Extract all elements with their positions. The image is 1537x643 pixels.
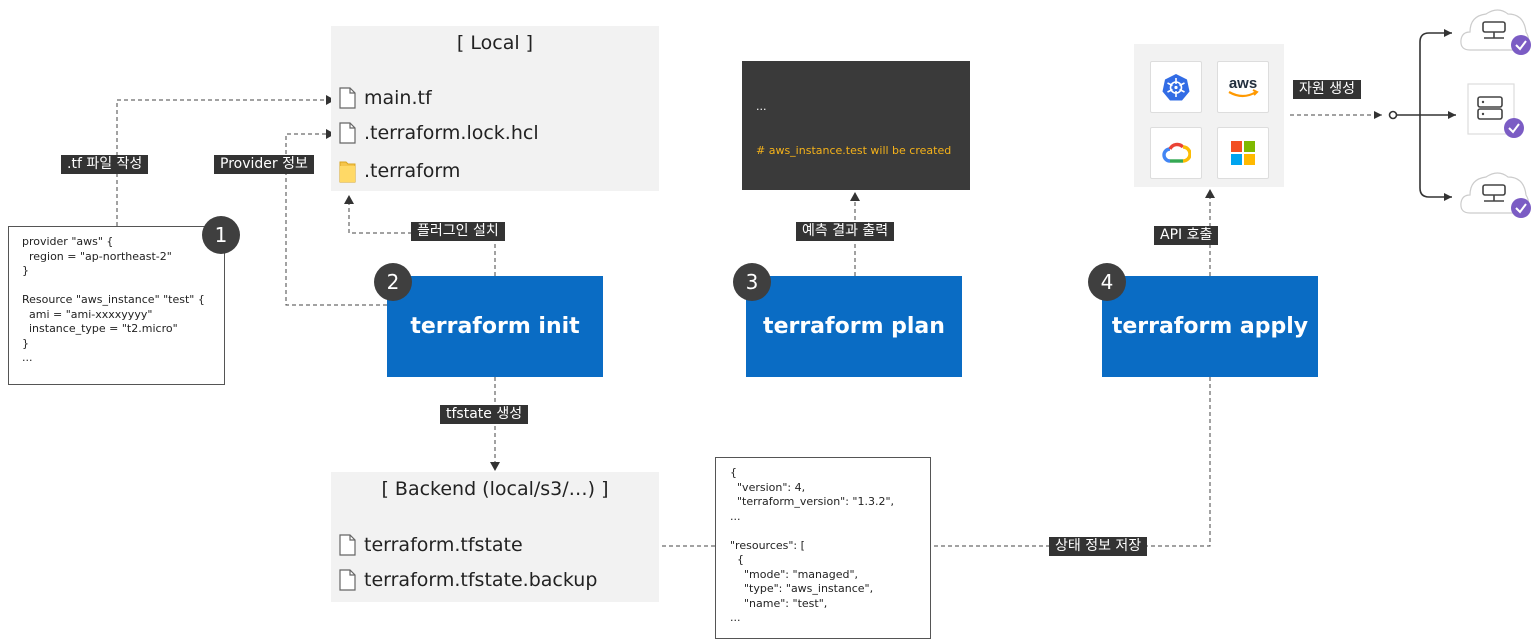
plan-line-1: ... xyxy=(756,100,767,113)
file-icon xyxy=(339,534,356,556)
source-code-box: provider "aws" { region = "ap-northeast-… xyxy=(8,226,225,385)
state-save-line xyxy=(930,377,1211,547)
file-icon xyxy=(339,87,356,109)
backend-box-title: [ Backend (local/s3/…) ] xyxy=(381,478,609,500)
step-4-badge: 4 xyxy=(1088,263,1126,301)
folder-icon xyxy=(339,161,356,183)
google-cloud-card xyxy=(1150,127,1202,179)
plugin-install-label: 플러그인 설치 xyxy=(411,222,505,241)
state-save-label: 상태 정보 저장 xyxy=(1049,537,1148,556)
created-resource-middle xyxy=(1462,82,1534,142)
file-icon xyxy=(339,569,356,591)
folder-terraform[interactable]: .terraform xyxy=(339,159,460,183)
provider-info-arrow xyxy=(285,129,387,306)
tfstate-create-label: tfstate 생성 xyxy=(440,405,529,424)
write-tf-label: .tf 파일 작성 xyxy=(61,155,149,174)
cloud-server-icon xyxy=(1460,172,1531,218)
kubernetes-logo-icon xyxy=(1162,74,1190,101)
step-1-badge: 1 xyxy=(202,216,240,254)
microsoft-logo-icon xyxy=(1231,141,1255,165)
google-cloud-logo-icon xyxy=(1162,142,1191,163)
file-name: terraform.tfstate xyxy=(364,534,523,556)
write-tf-arrow xyxy=(116,95,335,226)
file-tfstate-backup[interactable]: terraform.tfstate.backup xyxy=(339,569,597,591)
terraform-apply-button[interactable]: terraform apply xyxy=(1102,276,1318,377)
svg-text:aws: aws xyxy=(1229,75,1257,92)
local-box-title: [ Local ] xyxy=(456,32,534,54)
aws-card: aws xyxy=(1217,61,1269,113)
plan-output-terminal: ... # aws_instance.test will be created … xyxy=(742,61,970,258)
cloud-server-icon xyxy=(1460,9,1531,55)
file-main-tf[interactable]: main.tf xyxy=(339,87,432,109)
microsoft-card xyxy=(1217,127,1269,179)
aws-logo-icon: aws xyxy=(1228,75,1259,98)
file-tfstate[interactable]: terraform.tfstate xyxy=(339,534,523,556)
cloud-providers-card: aws xyxy=(1134,44,1284,187)
plan-predict-label: 예측 결과 출력 xyxy=(796,222,895,241)
created-resource-bottom xyxy=(1458,165,1534,225)
terraform-init-button[interactable]: terraform init xyxy=(387,276,603,377)
resource-create-label: 자원 생성 xyxy=(1293,80,1361,99)
file-name: .terraform.lock.hcl xyxy=(364,122,539,144)
backend-box: [ Backend (local/s3/…) ] terraform.tfsta… xyxy=(331,472,659,602)
file-lock-hcl[interactable]: .terraform.lock.hcl xyxy=(339,122,539,144)
api-call-label: API 호출 xyxy=(1154,226,1219,245)
step-3-badge: 3 xyxy=(733,263,771,301)
folder-name: .terraform xyxy=(364,160,461,182)
step-2-badge: 2 xyxy=(374,263,412,301)
file-name: main.tf xyxy=(364,87,432,109)
kubernetes-card xyxy=(1150,61,1202,113)
state-json-box: { "version": 4, "terraform_version": "1.… xyxy=(715,457,931,639)
server-icon xyxy=(1467,83,1524,138)
file-icon xyxy=(339,122,356,144)
file-name: terraform.tfstate.backup xyxy=(364,569,598,591)
plan-highlight-line: # aws_instance.test will be created xyxy=(756,143,952,157)
local-box: [ Local ] main.tf .terraform.lock.hcl .t… xyxy=(331,26,659,191)
provider-info-label: Provider 정보 xyxy=(214,155,314,174)
created-resource-top xyxy=(1458,2,1534,62)
terraform-plan-button[interactable]: terraform plan xyxy=(746,276,962,377)
